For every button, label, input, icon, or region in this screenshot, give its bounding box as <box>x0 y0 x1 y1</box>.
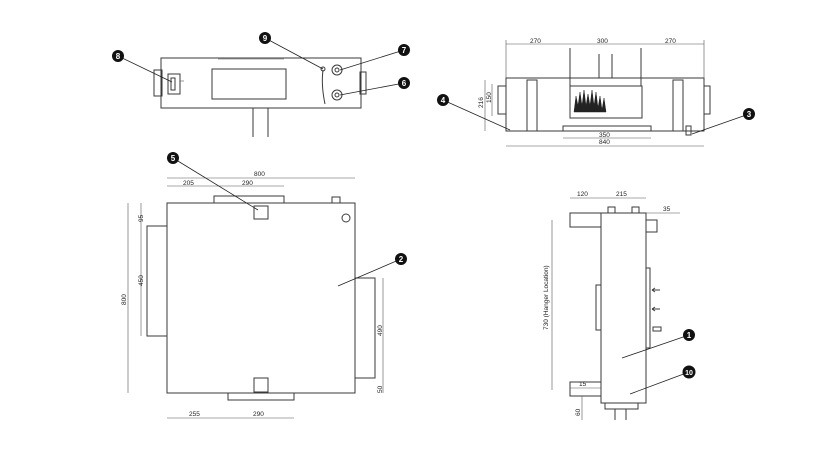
leader-3 <box>691 113 750 135</box>
side-view: 120 215 35 730 (Hanger Location) 15 60 <box>543 191 680 420</box>
top-view: 270 300 270 216 150 350 840 <box>478 38 711 147</box>
side-right-tab <box>645 219 658 233</box>
side-view-body <box>600 212 647 404</box>
callout-label-6: 6 <box>402 79 407 88</box>
dim-216: 216 <box>478 97 485 108</box>
leader-10 <box>629 371 690 395</box>
dim-300: 300 <box>597 38 608 45</box>
front-panel <box>211 68 287 100</box>
front-cable <box>321 69 326 105</box>
callout-leaders <box>117 37 750 395</box>
dim-840: 840 <box>599 139 610 146</box>
dim-215: 215 <box>616 191 627 198</box>
callout-badge-7: 7 <box>398 44 410 56</box>
top-bottom-strip <box>562 125 652 132</box>
front-right-flange <box>359 71 367 95</box>
plan-hanger-bottom <box>253 377 269 393</box>
callout-label-4: 4 <box>441 96 446 105</box>
dim-150: 150 <box>486 92 493 103</box>
dim-290-bottom: 290 <box>253 411 264 418</box>
callout-badge-4: 4 <box>437 94 449 106</box>
plan-view: 800 205 290 95 450 800 490 50 255 290 <box>121 171 384 419</box>
side-right-plate <box>645 267 651 349</box>
side-arrow-3 <box>652 326 662 332</box>
callout-label-7: 7 <box>402 46 407 55</box>
side-left-plate <box>595 284 602 331</box>
plan-top-duct <box>213 195 285 204</box>
dim-730-hanger: 730 (Hanger Location) <box>543 265 550 330</box>
callout-label-2: 2 <box>399 255 404 264</box>
callout-label-5: 5 <box>171 154 176 163</box>
plan-hanger-top <box>253 205 269 220</box>
dim-255: 255 <box>189 411 200 418</box>
side-arrow-1 <box>651 287 660 293</box>
top-right-drain <box>685 125 692 136</box>
dim-95: 95 <box>138 214 145 222</box>
callout-badge-1: 1 <box>683 329 695 341</box>
side-top-flange <box>569 212 602 228</box>
plan-view-body <box>166 202 356 394</box>
top-right-flange <box>703 85 711 115</box>
dim-50: 50 <box>377 385 384 393</box>
plan-bottom-duct <box>227 392 295 401</box>
top-left-flange <box>497 85 507 115</box>
front-port-lower-inner <box>334 92 340 98</box>
leader-5 <box>172 157 259 211</box>
callout-badge-3: 3 <box>743 108 755 120</box>
callout-label-1: 1 <box>687 331 692 340</box>
dim-35: 35 <box>663 206 671 213</box>
side-top-conn-2 <box>631 206 640 214</box>
top-right-duct <box>672 79 684 132</box>
leader-4 <box>442 99 511 131</box>
side-bottom-flange <box>569 381 602 397</box>
callout-label-9: 9 <box>263 34 268 43</box>
front-view-body <box>160 57 362 109</box>
dim-205: 205 <box>183 180 194 187</box>
side-arrow-2 <box>651 306 660 312</box>
plan-circle <box>341 213 351 223</box>
leader-9 <box>264 37 324 70</box>
front-connector-inner <box>170 77 176 91</box>
callout-label-8: 8 <box>116 52 121 61</box>
dim-270-right: 270 <box>665 38 676 45</box>
plan-right-duct <box>354 277 376 379</box>
top-left-duct <box>526 79 538 132</box>
top-heater-box <box>569 85 643 119</box>
callout-badge-8: 8 <box>112 50 124 62</box>
front-cable-end <box>320 66 326 72</box>
front-view <box>153 57 367 137</box>
leader-8 <box>117 55 173 83</box>
dim-800-left: 800 <box>121 294 128 305</box>
callout-badge-2: 2 <box>395 253 407 265</box>
front-left-flange <box>153 69 163 97</box>
dim-60: 60 <box>575 408 582 416</box>
dim-490: 490 <box>377 325 384 336</box>
front-connector-block <box>167 73 181 95</box>
callout-badge-6: 6 <box>398 77 410 89</box>
plan-left-duct <box>146 225 168 337</box>
dim-290-top: 290 <box>242 180 253 187</box>
front-port-upper <box>331 64 343 76</box>
dim-15: 15 <box>579 381 587 388</box>
dim-800-top: 800 <box>254 171 265 178</box>
front-port-upper-inner <box>334 67 340 73</box>
dim-350: 350 <box>599 132 610 139</box>
dim-120: 120 <box>577 191 588 198</box>
plan-tab-top-right <box>331 196 341 204</box>
callout-label-3: 3 <box>747 110 752 119</box>
dim-450: 450 <box>138 275 145 286</box>
leader-1 <box>621 334 690 359</box>
callout-badge-5: 5 <box>167 152 179 164</box>
leader-6 <box>339 82 405 96</box>
leader-2 <box>337 258 402 287</box>
leader-7 <box>339 49 405 71</box>
side-bottom-base <box>604 402 639 410</box>
callout-badge-9: 9 <box>259 32 271 44</box>
side-top-conn-1 <box>607 206 616 214</box>
dim-270-left: 270 <box>530 38 541 45</box>
top-heater-element <box>573 89 607 113</box>
callout-label-10: 10 <box>685 370 693 377</box>
callout-badge-10: 10 <box>682 365 696 379</box>
